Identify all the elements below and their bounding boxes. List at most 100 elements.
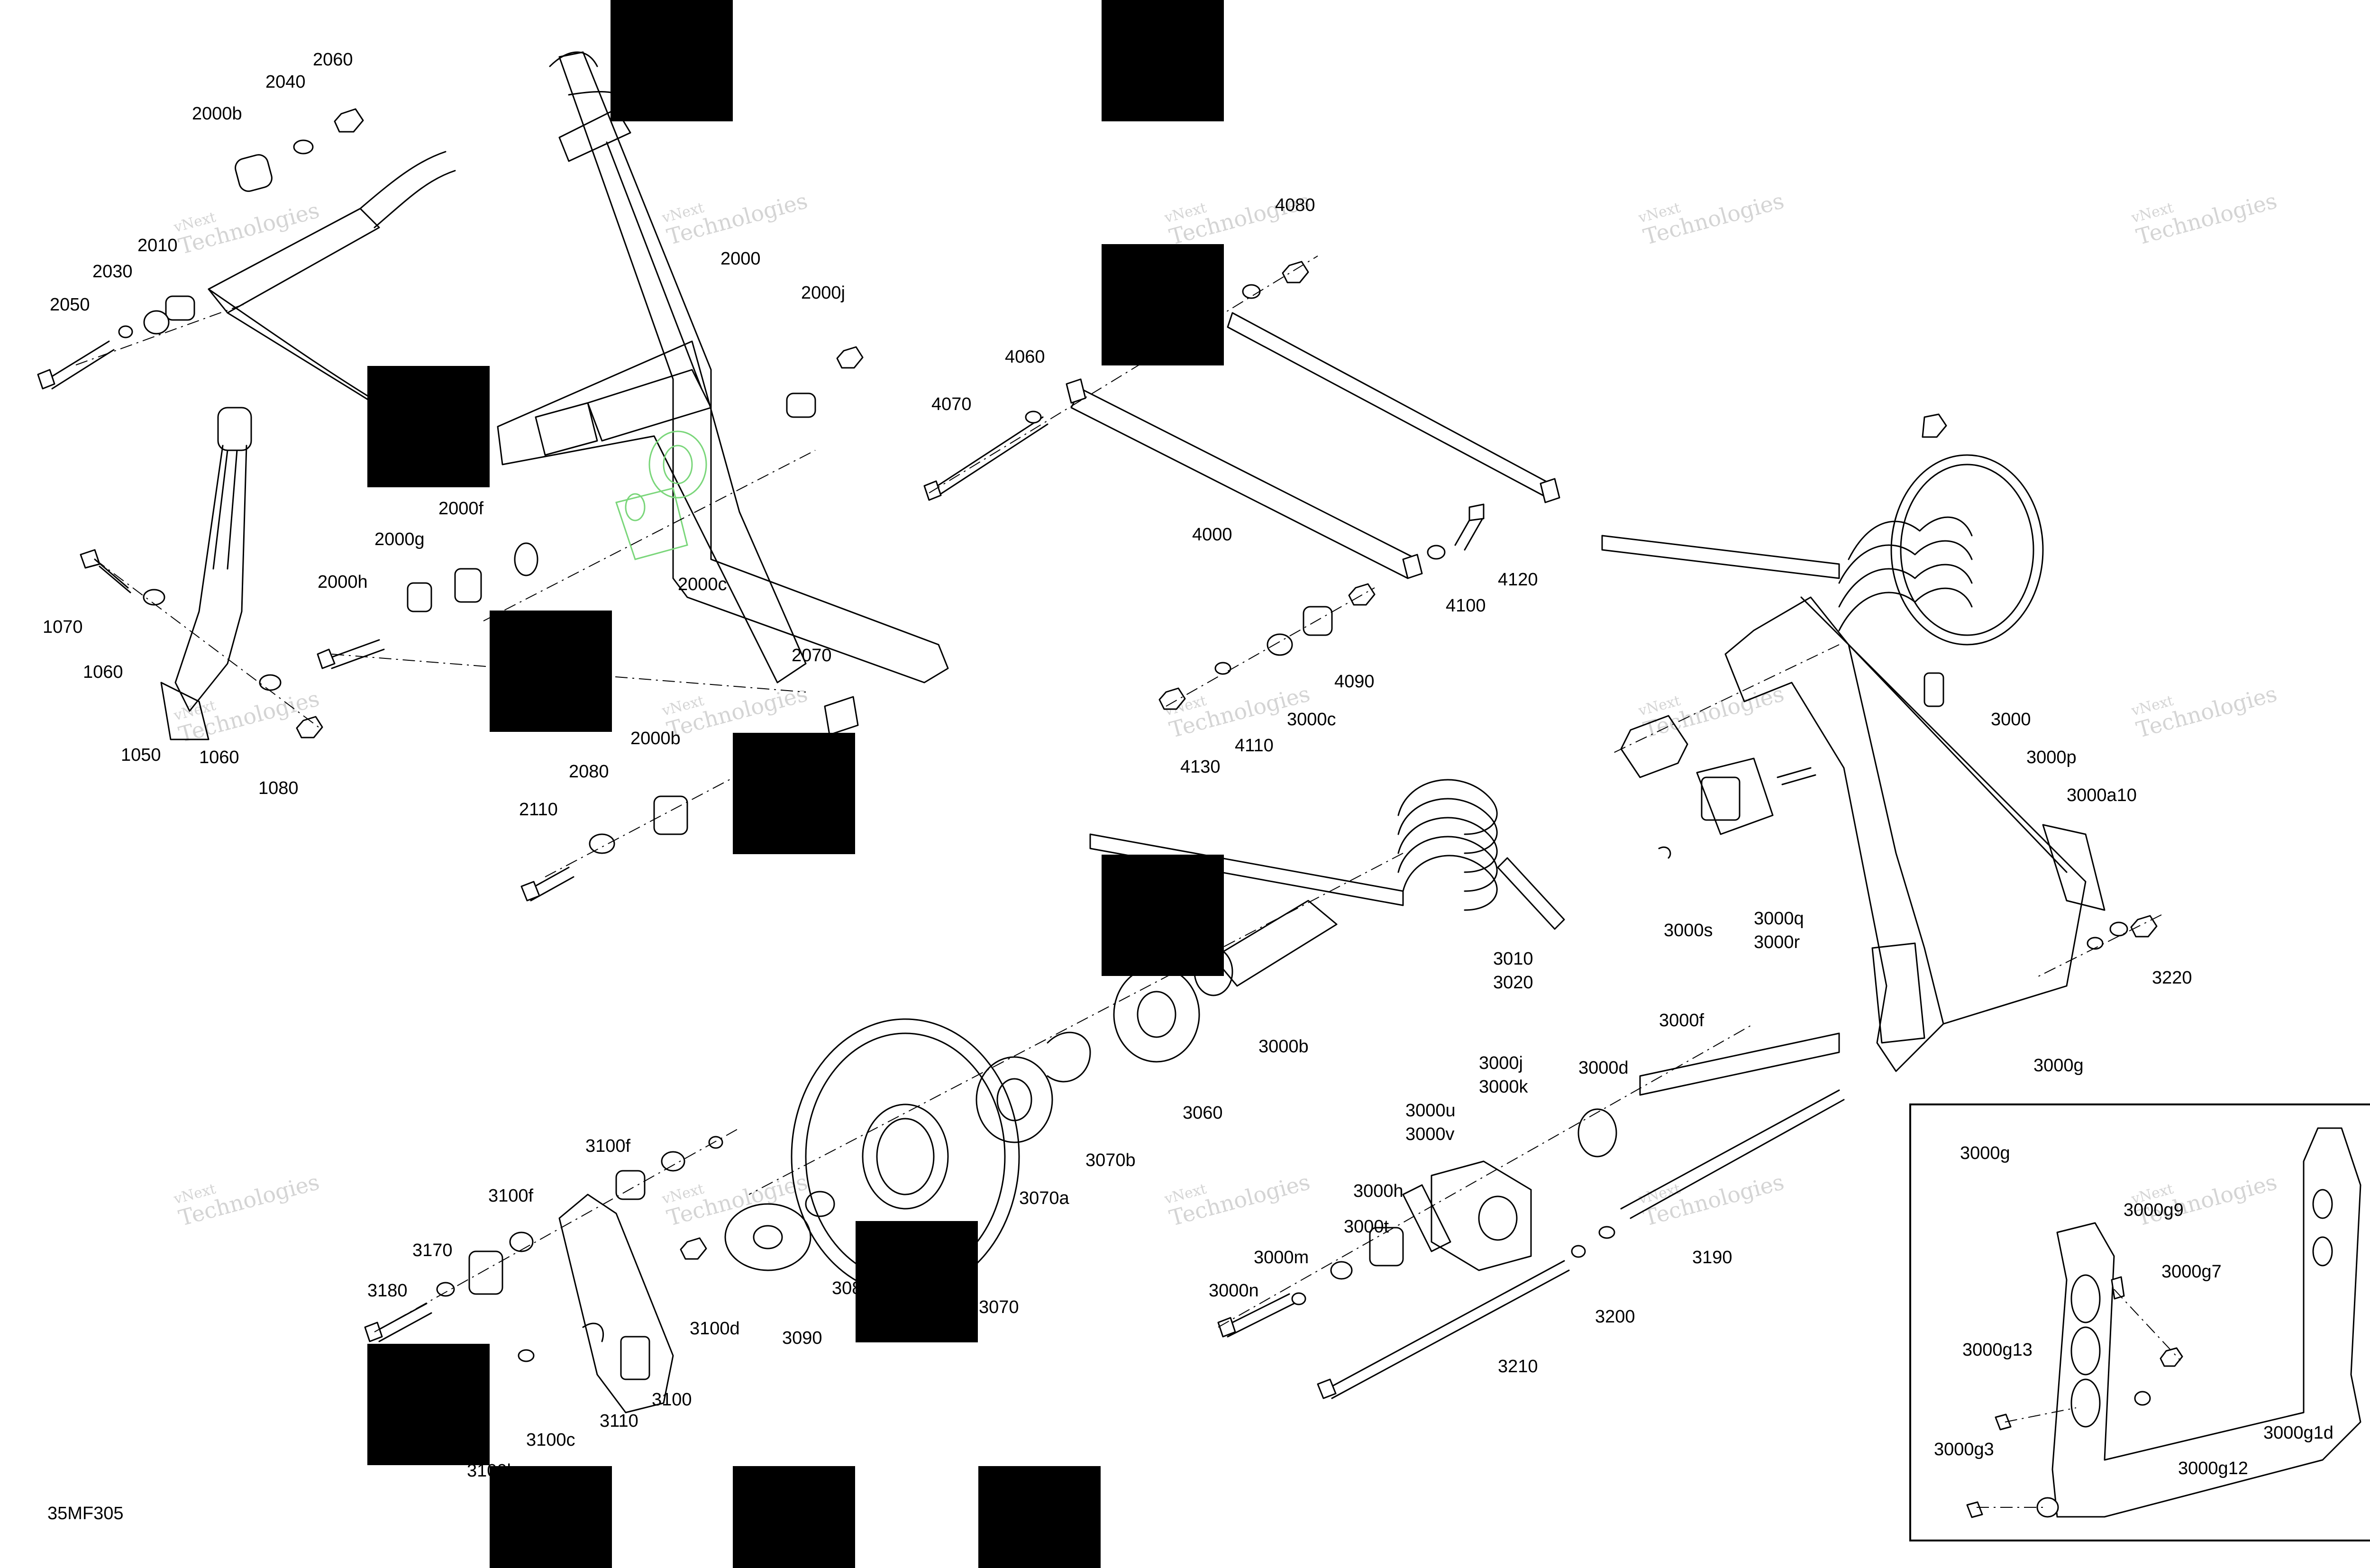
callout-label: 3010 [1493, 949, 1533, 969]
callout-label: 3000h [1353, 1181, 1404, 1201]
callout-label: 3100f [585, 1136, 631, 1156]
callout-label: 3000d [1578, 1058, 1629, 1078]
callout-label: 3200 [1595, 1307, 1635, 1327]
callout-label: 4090 [1334, 672, 1375, 692]
rear-arm-assembly [1601, 413, 2162, 1072]
inset-title: 3000g [1960, 1143, 2010, 1163]
callout-label: 3000 [1991, 710, 2031, 729]
inset-callout-label: 3000g9 [2124, 1200, 2184, 1220]
redaction-block [490, 611, 612, 732]
callout-label: 3070a [1019, 1188, 1070, 1208]
torsion-spring-assembly [748, 779, 1565, 1295]
callout-label: 3190 [1692, 1248, 1732, 1267]
redaction-block [611, 0, 733, 121]
highlighted-part-2000c [615, 430, 707, 560]
callout-label: 3000m [1254, 1248, 1309, 1267]
callout-labels: 2060 2040 2000b 2010 2030 2050 2000 2000… [43, 50, 2192, 1481]
redaction-block [733, 1466, 855, 1568]
callout-label: 1060 [83, 662, 123, 682]
callout-label: 3000b [1258, 1037, 1309, 1057]
watermark-line2: Technologies [664, 1169, 810, 1231]
callout-label: 3000p [2026, 748, 2077, 767]
callout-label: 2000h [318, 572, 368, 592]
watermark: vNext Technologies [172, 1169, 322, 1231]
callout-label: 3100f [488, 1186, 534, 1206]
callout-label: 2010 [137, 236, 178, 255]
callout-label: 3110 [600, 1411, 638, 1431]
callout-label: 2050 [50, 295, 90, 315]
watermark-line2: Technologies [176, 197, 322, 259]
callout-label: 3000t [1344, 1217, 1389, 1237]
watermark: vNext Technologies [1162, 1169, 1313, 1231]
callout-label: 3000a10 [2067, 785, 2137, 805]
figure-code: 35MF305 [47, 1504, 124, 1523]
callout-label: 2000 [720, 249, 761, 269]
watermark: vNext Technologies [172, 197, 322, 259]
callout-label: 4060 [1005, 347, 1045, 367]
redaction-block [733, 733, 855, 854]
redaction-block [367, 366, 490, 487]
callout-label: 3080 [832, 1278, 872, 1298]
watermark: vNext Technologies [1636, 188, 1787, 250]
redaction-block [490, 1466, 612, 1568]
watermark: vNext Technologies [660, 681, 810, 743]
callout-label: 2070 [792, 646, 832, 665]
watermark-line2: Technologies [1641, 188, 1787, 250]
watermark: vNext Technologies [2129, 188, 2279, 250]
watermark: vNext Technologies [2129, 681, 2279, 743]
watermark-layer: vNext Technologies vNext Technologies vN… [172, 188, 2279, 1231]
callout-label: 2060 [313, 50, 353, 70]
callout-label: 3000r [1754, 932, 1800, 952]
watermark-line2: Technologies [2133, 188, 2279, 250]
callout-label: 3020 [1493, 973, 1533, 993]
callout-label: 3000s [1664, 921, 1713, 940]
callout-label: 3100d [690, 1319, 740, 1339]
callout-label: 3000k [1479, 1077, 1529, 1097]
callout-label: 3000u [1405, 1101, 1456, 1121]
callout-label: 3170 [412, 1240, 453, 1260]
watermark: vNext Technologies [1162, 681, 1313, 743]
watermark-line2: Technologies [1167, 1169, 1313, 1231]
callout-label: 4100 [1446, 596, 1486, 616]
inset-labels: 3000g 3000g9 3000g7 3000g13 3000g1d 3000… [1934, 1143, 2334, 1478]
inset-callout-label: 3000g13 [1962, 1340, 2033, 1360]
callout-label: 3000g [2033, 1056, 2084, 1076]
callout-label: 3220 [2152, 968, 2192, 988]
callout-label: 2000b [630, 729, 681, 748]
callout-label: 2080 [569, 762, 609, 782]
callout-label: 3210 [1498, 1357, 1538, 1377]
callout-label: 2000j [801, 283, 845, 303]
callout-label: 2040 [265, 72, 306, 92]
redaction-block [1102, 0, 1224, 121]
callout-label: 2000c [678, 574, 727, 594]
pin-assembly [1217, 1023, 1845, 1399]
callout-label: 3070b [1085, 1150, 1136, 1170]
redaction-block [1102, 855, 1224, 976]
callout-label: 3000c [1287, 710, 1336, 729]
watermark-line2: Technologies [176, 685, 322, 748]
callout-label: 4000 [1192, 525, 1232, 545]
callout-label: 2030 [92, 262, 133, 282]
watermark-line2: Technologies [2133, 681, 2279, 743]
callout-label: 3090 [782, 1328, 822, 1348]
watermark: vNext Technologies [172, 685, 322, 748]
callout-label: 3070 [979, 1297, 1019, 1317]
callout-label: 3100 [652, 1390, 692, 1410]
callout-label: 3060 [1183, 1103, 1223, 1123]
redaction-block [856, 1221, 978, 1342]
callout-label: 3180 [367, 1281, 408, 1301]
redaction-block [367, 1344, 490, 1465]
callout-label: 4110 [1235, 736, 1274, 756]
callout-label: 3100b [467, 1461, 517, 1481]
inset-callout-label: 3000g1d [2263, 1423, 2334, 1443]
lever-assembly [80, 407, 323, 740]
callout-label: 3100c [526, 1430, 575, 1450]
callout-label: 3000n [1209, 1281, 1259, 1301]
callout-label: 4130 [1180, 757, 1221, 777]
callout-label: 1080 [258, 778, 299, 798]
watermark-line2: Technologies [1641, 681, 1787, 743]
callout-label: 3000f [1659, 1011, 1705, 1030]
callout-label: 2000f [438, 499, 484, 519]
idler-arm-assembly [364, 1128, 835, 1413]
